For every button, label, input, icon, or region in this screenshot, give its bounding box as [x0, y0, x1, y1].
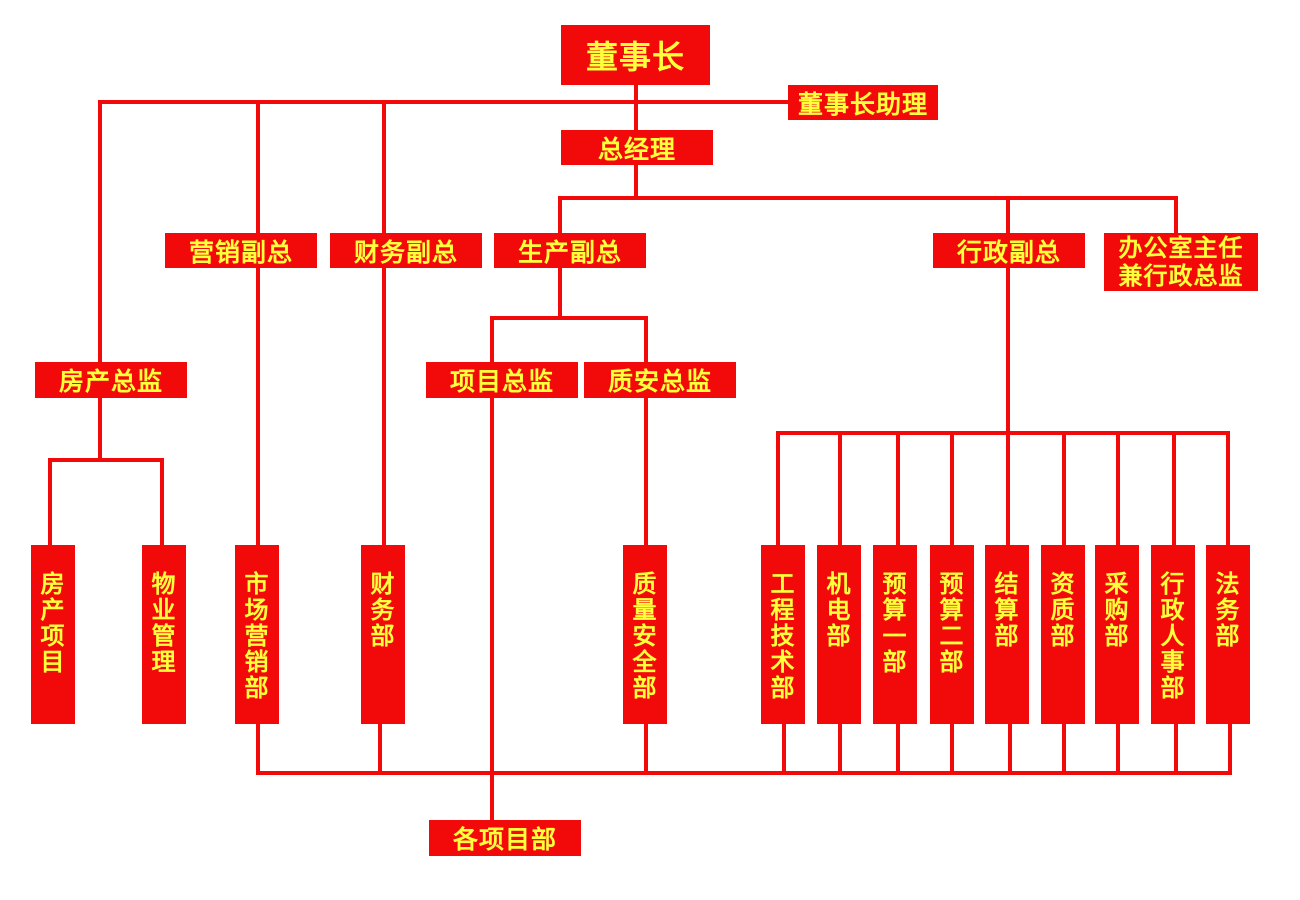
dept-engineering-tech: 工程技术部 [761, 545, 805, 724]
dept-admin-hr: 行政人事部 [1151, 545, 1195, 724]
dept-legal: 法务部 [1206, 545, 1250, 724]
vp-admin-box: 行政副总 [933, 233, 1085, 268]
quality-safety-director-box: 质安总监 [584, 362, 736, 398]
office-director-line1: 办公室主任 [1118, 234, 1244, 262]
dept-marketing: 市场营销部 [235, 545, 279, 724]
vp-production-box: 生产副总 [494, 233, 646, 268]
dept-budget-2: 预算二部 [930, 545, 974, 724]
general-manager-box: 总经理 [561, 130, 713, 165]
vp-finance-box: 财务副总 [330, 233, 482, 268]
project-director-box: 项目总监 [426, 362, 578, 398]
dept-budget-1: 预算一部 [873, 545, 917, 724]
project-departments-box: 各项目部 [429, 820, 581, 856]
dept-quality-safety: 质量安全部 [623, 545, 667, 724]
office-director-line2: 兼行政总监 [1118, 262, 1244, 290]
dept-real-estate-project: 房产项目 [31, 545, 75, 724]
vp-marketing-box: 营销副总 [165, 233, 317, 268]
dept-electromechanical: 机电部 [817, 545, 861, 724]
dept-settlement: 结算部 [985, 545, 1029, 724]
dept-finance: 财务部 [361, 545, 405, 724]
chairman-box: 董事长 [561, 25, 710, 85]
dept-property-management: 物业管理 [142, 545, 186, 724]
dept-qualification: 资质部 [1041, 545, 1085, 724]
office-director-box: 办公室主任 兼行政总监 [1104, 233, 1258, 291]
dept-purchasing: 采购部 [1095, 545, 1139, 724]
real-estate-director-box: 房产总监 [35, 362, 187, 398]
chairman-assistant-box: 董事长助理 [788, 85, 938, 120]
